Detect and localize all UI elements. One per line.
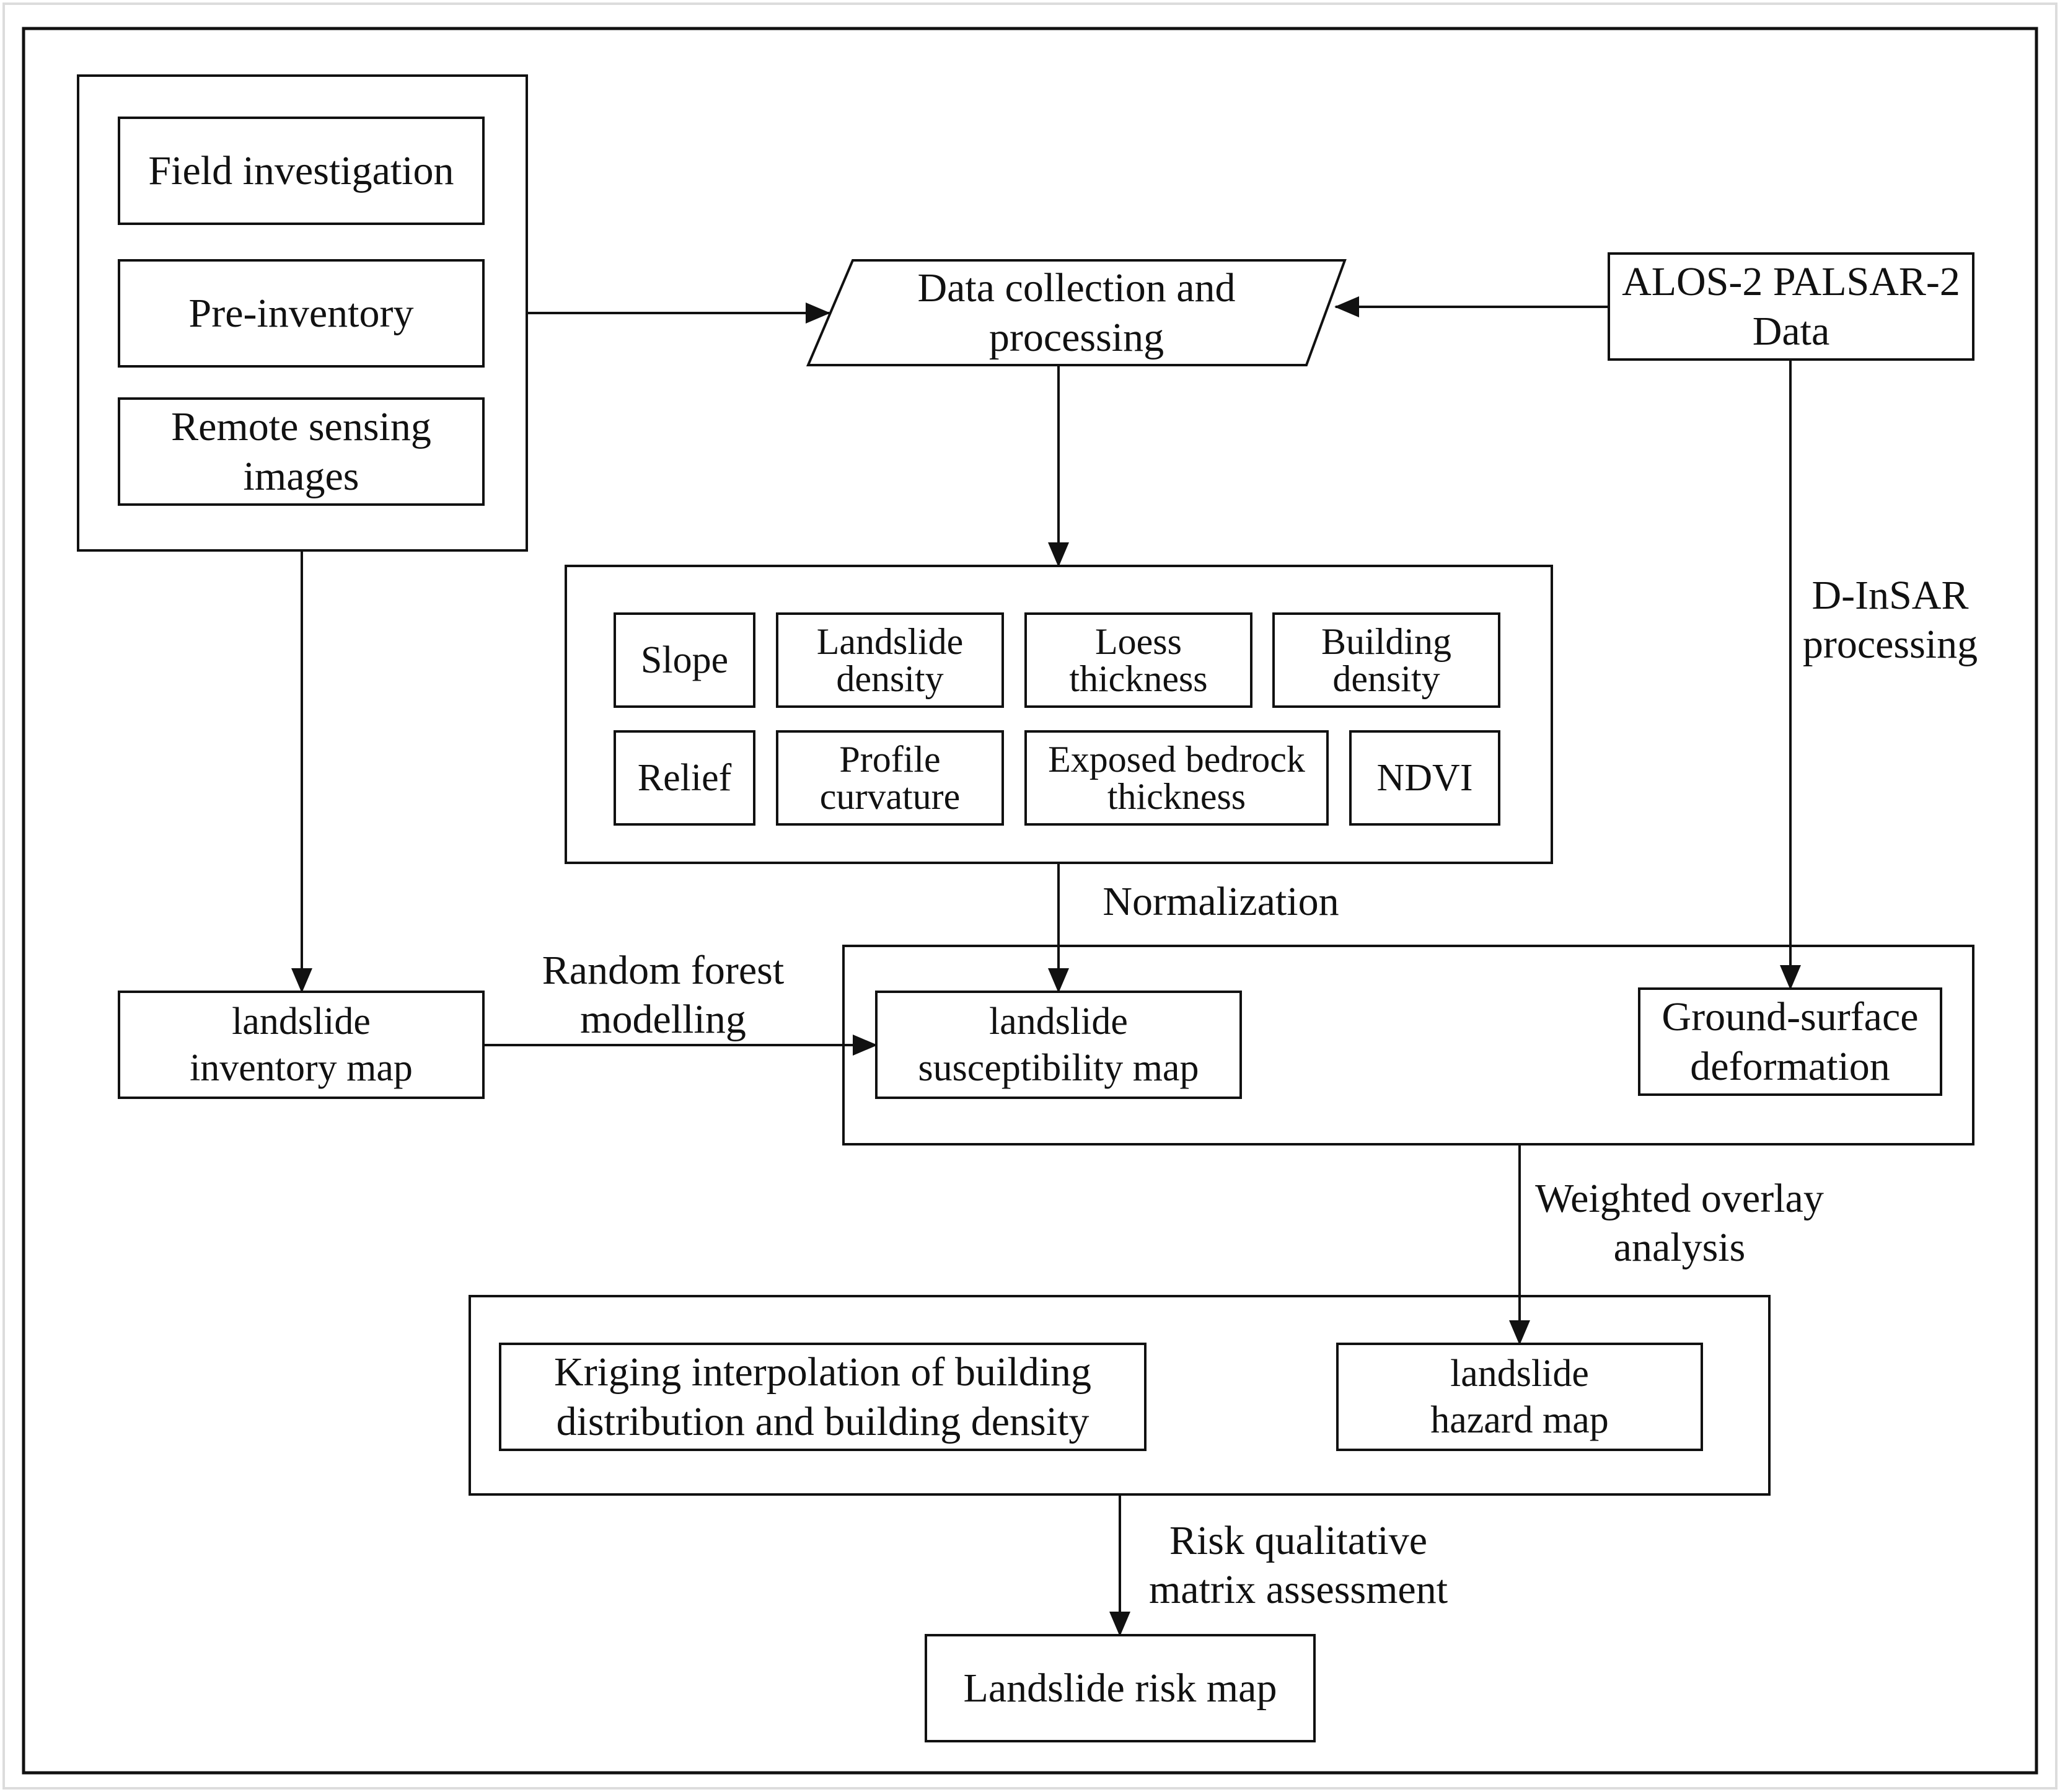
ndvi-box	[1349, 730, 1500, 826]
landslide-density-box	[776, 612, 1004, 708]
exposed-bedrock-line-1: Exposed bedrock	[1048, 739, 1305, 780]
risk-assessment-line-2: matrix assessment	[1148, 1567, 1448, 1612]
building-density-box	[1272, 612, 1500, 708]
remote-sensing-label: Remote sensing images	[119, 399, 483, 505]
weighted-overlay-label: Weighted overlay analysis	[1506, 1170, 1853, 1276]
remote-sensing-box	[118, 397, 485, 506]
loess-thickness-label: Loess thickness	[1026, 614, 1251, 707]
building-density-line-2: density	[1332, 658, 1440, 699]
landslide-density-label: Landslide density	[777, 614, 1003, 707]
deformation-line-2: deformation	[1690, 1043, 1890, 1089]
relief-box	[614, 730, 755, 826]
weighted-overlay-line-1: Weighted overlay	[1535, 1175, 1824, 1221]
susceptibility-map-line-2: susceptibility map	[918, 1046, 1199, 1089]
risk-assessment-line-1: Risk qualitative	[1169, 1517, 1428, 1563]
kriging-box	[499, 1343, 1147, 1451]
landslide-density-line-2: density	[836, 658, 944, 699]
inventory-map-line-2: inventory map	[190, 1046, 413, 1089]
landslide-density-line-1: Landslide	[816, 621, 964, 662]
profile-curvature-line-1: Profile	[839, 739, 941, 780]
random-forest-line-2: modelling	[580, 997, 746, 1042]
exposed-bedrock-box	[1024, 730, 1329, 826]
pre-inventory-text: Pre-inventory	[188, 290, 414, 336]
field-investigation-text: Field investigation	[148, 148, 454, 193]
weighted-overlay-line-2: analysis	[1613, 1225, 1746, 1270]
loess-thickness-line-1: Loess	[1095, 621, 1182, 662]
building-density-line-1: Building	[1321, 621, 1452, 662]
inner-frame	[22, 27, 2038, 1775]
slope-label: Slope	[615, 614, 754, 707]
inventory-map-line-1: landslide	[232, 1000, 371, 1043]
loess-thickness-line-2: thickness	[1069, 658, 1208, 699]
risk-map-label: Landslide risk map	[926, 1635, 1314, 1741]
risk-assessment-label: Risk qualitative matrix assessment	[1122, 1512, 1475, 1618]
pre-inventory-box	[118, 259, 485, 368]
data-collection-line-1: Data collection and	[917, 265, 1236, 311]
alos-label: ALOS-2 PALSAR-2 Data	[1609, 254, 1973, 360]
data-collection-shape	[806, 259, 1347, 366]
alos-line-1: ALOS-2 PALSAR-2	[1622, 259, 1960, 305]
deformation-line-1: Ground-surface	[1662, 994, 1919, 1040]
remote-sensing-line-1: Remote sensing	[171, 404, 431, 450]
susceptibility-map-label: landslide susceptibility map	[876, 992, 1241, 1098]
profile-curvature-box	[776, 730, 1004, 826]
susceptibility-map-line-1: landslide	[989, 1000, 1128, 1043]
exposed-bedrock-label: Exposed bedrock thickness	[1026, 731, 1327, 824]
profile-curvature-label: Profile curvature	[777, 731, 1003, 824]
field-investigation-box	[118, 117, 485, 225]
dinsar-line-2: processing	[1802, 622, 1978, 667]
loess-thickness-box	[1024, 612, 1252, 708]
normalization-label: Normalization	[1078, 874, 1363, 930]
relief-text: Relief	[637, 756, 732, 799]
inventory-map-label: landslide inventory map	[119, 992, 483, 1098]
data-collection-line-2: processing	[988, 314, 1164, 360]
profile-curvature-line-2: curvature	[819, 776, 961, 817]
risk-map-text: Landslide risk map	[963, 1665, 1277, 1711]
relief-label: Relief	[615, 731, 754, 824]
hazard-map-line-2: hazard map	[1430, 1398, 1609, 1441]
random-forest-line-1: Random forest	[542, 947, 785, 993]
normalization-text: Normalization	[1103, 879, 1339, 925]
building-density-label: Building density	[1274, 614, 1499, 707]
slope-box	[614, 612, 755, 708]
pre-inventory-label: Pre-inventory	[119, 260, 483, 366]
dinsar-label: D-InSAR processing	[1785, 567, 1996, 673]
dinsar-line-1: D-InSAR	[1811, 572, 1969, 618]
hazard-map-line-1: landslide	[1450, 1353, 1589, 1395]
kriging-line-2: distribution and building density	[556, 1398, 1089, 1444]
alos-line-2: Data	[1752, 308, 1830, 354]
exposed-bedrock-line-2: thickness	[1107, 776, 1246, 817]
field-investigation-label: Field investigation	[119, 118, 483, 224]
kriging-label: Kriging interpolation of building distri…	[500, 1344, 1145, 1450]
slope-text: Slope	[640, 638, 729, 681]
remote-sensing-line-2: images	[243, 453, 359, 499]
ndvi-text: NDVI	[1376, 756, 1473, 799]
data-collection-label: Data collection and processing	[824, 260, 1329, 365]
ndvi-label: NDVI	[1350, 731, 1499, 824]
kriging-line-1: Kriging interpolation of building	[553, 1349, 1092, 1395]
random-forest-label: Random forest modelling	[521, 942, 806, 1048]
deformation-label: Ground-surface deformation	[1639, 989, 1941, 1095]
hazard-map-label: landslide hazard map	[1337, 1344, 1702, 1450]
